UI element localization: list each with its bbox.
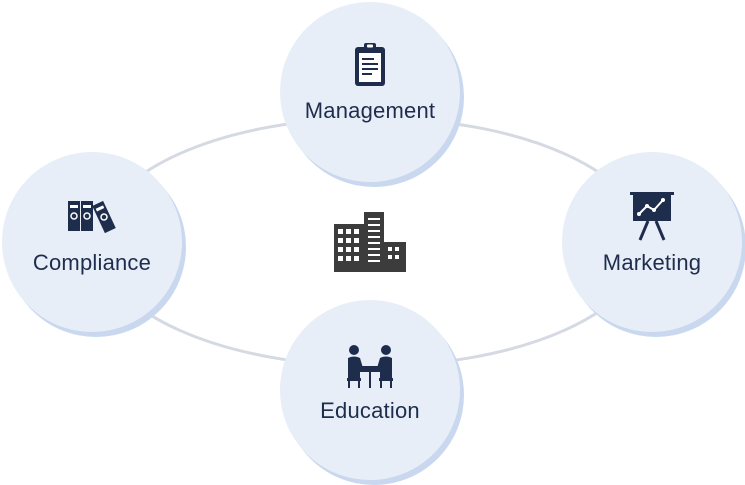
node-compliance: Compliance xyxy=(2,152,182,332)
node-marketing: Marketing xyxy=(562,152,742,332)
binders-icon xyxy=(68,200,116,233)
node-label-management: Management xyxy=(304,98,436,123)
node-label-education: Education xyxy=(320,398,420,423)
node-label-compliance: Compliance xyxy=(32,250,152,275)
node-label-marketing: Marketing xyxy=(602,250,702,275)
presentation-chart-icon xyxy=(630,192,674,241)
node-education: Education xyxy=(280,300,460,480)
node-management: Management xyxy=(280,2,460,182)
clipboard-icon xyxy=(355,43,385,86)
office-buildings-icon xyxy=(334,212,406,272)
meeting-table-icon xyxy=(347,345,393,388)
